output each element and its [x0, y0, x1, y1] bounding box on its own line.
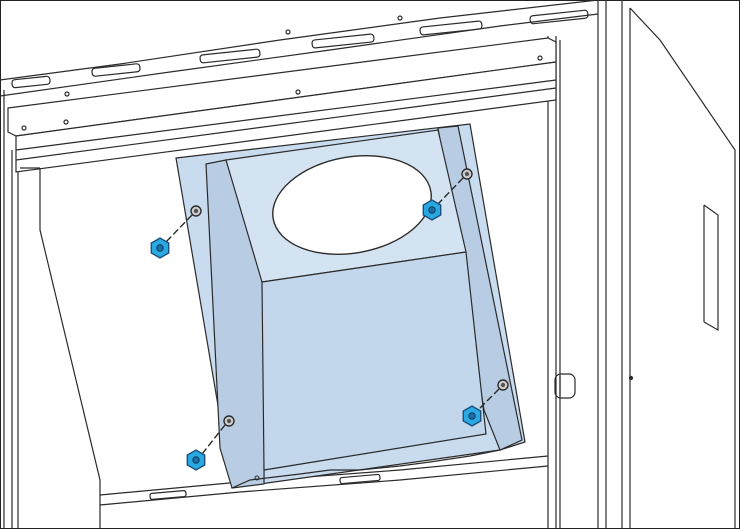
nut-lower-left: [186, 415, 235, 471]
right-side-panel: [597, 0, 736, 529]
top-slotted-rail: [0, 0, 599, 97]
nut-lower-right: [462, 379, 509, 427]
flue-adaptor-plate: [175, 123, 526, 489]
leader-line: [437, 177, 464, 205]
plate-hood-front: [261, 251, 487, 471]
door-latch-knob: [554, 373, 576, 399]
door-frame: [3, 36, 561, 529]
bolt-stud-center: [464, 171, 470, 177]
bolt-stud-center: [193, 208, 199, 214]
front-header-beam: [7, 37, 557, 173]
nut-hole: [468, 412, 476, 420]
plate-bottom-edge: [231, 449, 501, 489]
flue-opening: [272, 155, 432, 255]
bolt-stud-center: [226, 418, 232, 424]
nut-hole: [156, 244, 164, 252]
nut-upper-left: [150, 205, 202, 259]
leader-line: [201, 424, 226, 455]
leader-line: [477, 388, 500, 411]
fasteners: [150, 168, 509, 471]
bolt-stud-center: [500, 382, 506, 388]
nut-hole: [428, 206, 436, 214]
nut-upper-right: [422, 168, 473, 221]
nut-hole: [192, 456, 200, 464]
leader-line: [165, 214, 193, 243]
